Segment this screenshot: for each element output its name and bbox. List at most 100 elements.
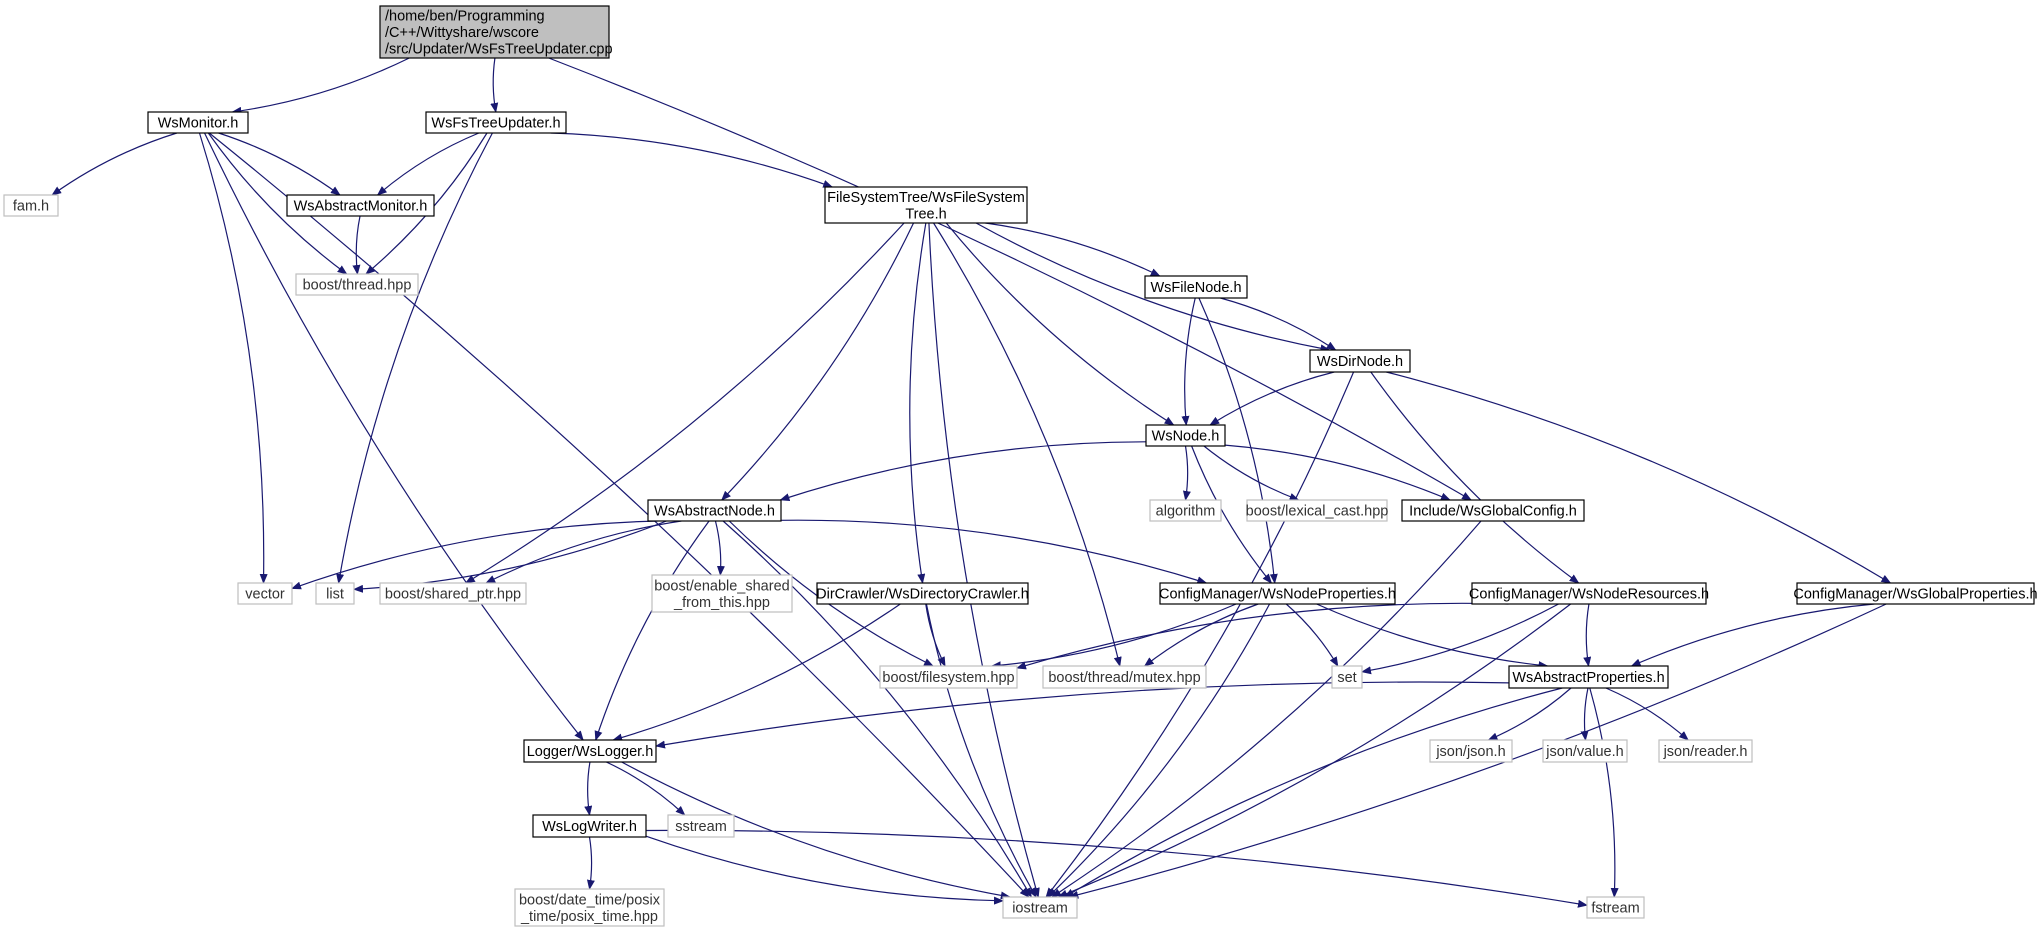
node-label-set: set <box>1337 670 1356 686</box>
edge-wslogger-to-wslogwriter <box>584 761 593 816</box>
node-sharedptr: boost/shared_ptr.hpp <box>379 582 527 605</box>
node-label-famh: fam.h <box>13 199 49 215</box>
node-label-wsabstractnode: WsAbstractNode.h <box>654 504 775 520</box>
node-box-wsdirnode <box>1309 349 1411 373</box>
node-wsdirnode[interactable]: WsDirNode.h <box>1309 349 1411 373</box>
node-wsabstractmonitor[interactable]: WsAbstractMonitor.h <box>286 194 435 217</box>
node-label-list: list <box>326 587 344 603</box>
edge-nodeproperties-to-boostfs <box>990 603 1237 670</box>
edge-nodeproperties-to-iostream <box>1047 603 1271 898</box>
node-label-wslogwriter: WsLogWriter.h <box>542 819 637 835</box>
edge-wsnode-to-lexicalcast <box>1203 445 1300 501</box>
edge-filesystemtree-to-dircrawler <box>909 222 927 584</box>
node-label-wsabstractmonitor: WsAbstractMonitor.h <box>294 199 428 215</box>
node-wslogger[interactable]: Logger/WsLogger.h <box>523 739 657 763</box>
node-label-root: /C++/Wittyshare/wscore <box>385 25 539 41</box>
edge-nodeproperties-to-mutex <box>1143 603 1259 667</box>
edge-wsdirnode-to-noderesources <box>1370 371 1580 584</box>
node-label-filesystemtree: Tree.h <box>905 206 946 222</box>
node-label-filesystemtree: FileSystemTree/WsFileSystem <box>827 190 1025 206</box>
edge-globalconfig-to-iostream <box>1051 520 1482 898</box>
node-root[interactable]: /home/ben/Programming/C++/Wittyshare/wsc… <box>379 5 613 59</box>
node-box-wsabstractnode <box>647 499 782 522</box>
node-jsonjson: json/json.h <box>1429 739 1513 763</box>
edge-wsmonitor-to-iostream <box>208 132 1030 898</box>
node-wsabstractnode[interactable]: WsAbstractNode.h <box>647 499 782 522</box>
node-box-set <box>1331 665 1363 689</box>
node-boostthread: boost/thread.hpp <box>295 273 419 296</box>
edge-filesystemtree-to-sharedptr <box>464 222 905 584</box>
node-jsonvalue: json/value.h <box>1542 739 1628 763</box>
node-label-boostthread: boost/thread.hpp <box>303 278 412 294</box>
edge-wslogwriter-to-posixtime <box>586 836 595 890</box>
node-label-root: /src/Updater/WsFsTreeUpdater.cpp <box>385 42 613 58</box>
edge-wsabstractnode-to-wslogger <box>594 520 710 741</box>
node-label-root: /home/ben/Programming <box>385 9 545 25</box>
edge-wslogwriter-to-fstream <box>645 829 1588 908</box>
node-label-sharedptr: boost/shared_ptr.hpp <box>385 587 521 603</box>
node-box-wsabstractmonitor <box>286 194 435 217</box>
node-box-filesystemtree <box>824 186 1028 224</box>
node-famh: fam.h <box>3 194 59 217</box>
node-abstractproperties[interactable]: WsAbstractProperties.h <box>1508 665 1669 689</box>
edge-wsabstractnode-to-sharedptr <box>485 520 682 584</box>
node-set: set <box>1331 665 1363 689</box>
node-wsnode[interactable]: WsNode.h <box>1145 424 1226 447</box>
edge-abstractproperties-to-fstream <box>1589 687 1619 898</box>
edge-abstractproperties-to-jsonjson <box>1487 687 1572 741</box>
edge-wsdirnode-to-globalproperties <box>1386 371 1892 584</box>
edge-wsmonitor-to-wsabstractmonitor <box>218 132 341 196</box>
edge-filesystemtree-to-wsdirnode <box>975 222 1331 353</box>
node-nodeproperties[interactable]: ConfigManager/WsNodeProperties.h <box>1159 582 1396 605</box>
node-box-vector <box>237 582 293 605</box>
edge-wsfstreeupdater-to-wsabstractmonitor <box>376 132 480 196</box>
edge-wsdirnode-to-iostream <box>1045 371 1355 898</box>
edge-globalproperties-to-abstractproperties <box>1630 603 1875 667</box>
node-box-jsonvalue <box>1542 739 1628 763</box>
node-globalconfig[interactable]: Include/WsGlobalConfig.h <box>1401 499 1585 522</box>
node-box-wsnode <box>1145 424 1226 447</box>
node-wsfstreeupdater[interactable]: WsFsTreeUpdater.h <box>425 111 567 134</box>
node-label-sstream: sstream <box>675 819 727 835</box>
node-box-root <box>379 5 610 59</box>
edge-abstractproperties-to-iostream <box>1064 687 1563 898</box>
node-box-wsfilenode <box>1144 275 1248 299</box>
node-wsmonitor[interactable]: WsMonitor.h <box>147 111 249 134</box>
node-box-jsonreader <box>1658 739 1753 763</box>
edge-wsfilenode-to-wsdirnode <box>1220 297 1337 351</box>
edge-noderesources-to-abstractproperties <box>1583 603 1592 667</box>
node-label-jsonjson: json/json.h <box>1435 744 1505 760</box>
node-box-posixtime <box>514 888 665 927</box>
edge-wsfilenode-to-nodeproperties <box>1198 297 1278 584</box>
node-wsfilenode[interactable]: WsFileNode.h <box>1144 275 1248 299</box>
node-box-dircrawler <box>816 582 1029 605</box>
node-box-wsfstreeupdater <box>425 111 567 134</box>
node-label-wsmonitor: WsMonitor.h <box>158 116 239 132</box>
node-label-jsonvalue: json/value.h <box>1545 744 1623 760</box>
edge-filesystemtree-to-wsfilenode <box>985 222 1161 277</box>
node-noderesources[interactable]: ConfigManager/WsNodeResources.h <box>1469 582 1709 605</box>
node-wslogwriter[interactable]: WsLogWriter.h <box>532 814 647 838</box>
edge-noderesources-to-boostfs <box>1016 602 1509 670</box>
node-posixtime: boost/date_time/posix_time/posix_time.hp… <box>514 888 665 927</box>
node-label-wslogger: Logger/WsLogger.h <box>527 744 654 760</box>
edge-wslogger-to-iostream <box>621 761 1011 900</box>
edge-filesystemtree-to-mutex <box>933 222 1122 667</box>
node-label-lexicalcast: boost/lexical_cast.hpp <box>1246 504 1389 520</box>
edge-wsfstreeupdater-to-list <box>336 132 493 584</box>
node-box-nodeproperties <box>1159 582 1396 605</box>
node-box-sharedptr <box>379 582 527 605</box>
edge-wsabstractmonitor-to-boostthread <box>352 215 361 275</box>
node-box-boostthread <box>295 273 419 296</box>
node-label-iostream: iostream <box>1012 901 1068 917</box>
edge-abstractproperties-to-jsonvalue <box>1580 687 1589 741</box>
node-label-enableshared: _from_this.hpp <box>673 595 770 611</box>
node-label-wsdirnode: WsDirNode.h <box>1317 354 1403 370</box>
node-label-globalproperties: ConfigManager/WsGlobalProperties.h <box>1793 587 2037 603</box>
node-dircrawler[interactable]: DirCrawler/WsDirectoryCrawler.h <box>816 582 1029 605</box>
node-label-posixtime: _time/posix_time.hpp <box>520 909 658 925</box>
node-globalproperties[interactable]: ConfigManager/WsGlobalProperties.h <box>1793 582 2038 605</box>
node-label-globalconfig: Include/WsGlobalConfig.h <box>1409 504 1577 520</box>
edge-wsabstractnode-to-vector <box>291 520 658 590</box>
